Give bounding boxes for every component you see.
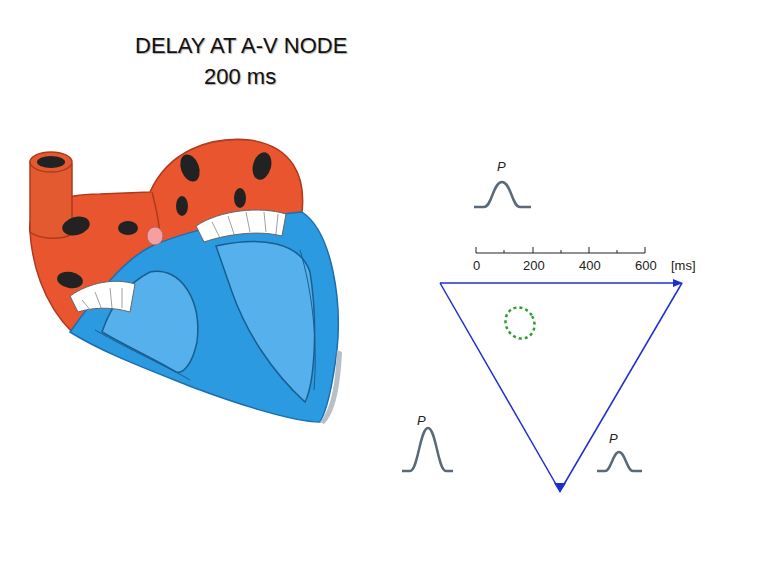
scale-unit: [ms]	[671, 259, 696, 274]
scale-number: 200	[523, 259, 545, 274]
wave-label: P	[609, 432, 618, 447]
scale-number: 0	[473, 259, 480, 274]
delay-value: 200 ms	[204, 64, 276, 89]
wave-label: P	[417, 414, 426, 429]
scale-number: 600	[635, 259, 657, 274]
wave-label: P	[497, 160, 506, 175]
scale-number: 400	[579, 259, 601, 274]
diagram-title: DELAY AT A-V NODE	[135, 33, 347, 58]
